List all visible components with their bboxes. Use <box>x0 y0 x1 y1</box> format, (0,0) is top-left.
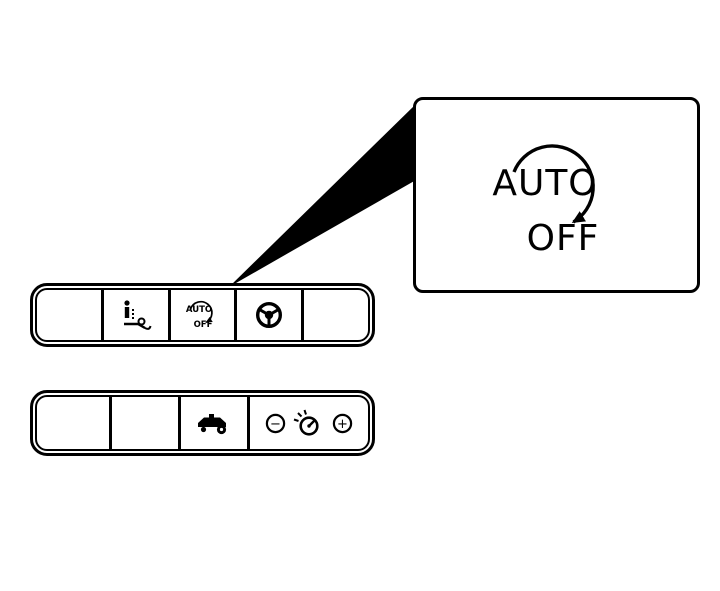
bottom-panel-inner-frame: − + <box>35 395 370 451</box>
button-auto-off[interactable]: AUTO OFF <box>167 290 235 340</box>
mower-deck-icon <box>198 414 227 435</box>
button-blank-left[interactable] <box>37 290 101 340</box>
button-auto-label: AUTO <box>186 305 212 315</box>
top-panel-inner-frame: AUTO OFF <box>35 288 370 342</box>
callout-auto-label: AUTO <box>492 163 597 204</box>
button-mower-deck[interactable] <box>178 397 247 449</box>
dial-adjust-icon <box>293 409 319 436</box>
hitch-info-icon <box>123 300 152 330</box>
button-blank-1[interactable] <box>37 397 109 449</box>
steering-wheel-icon <box>256 301 283 329</box>
button-hitch-info[interactable] <box>100 290 168 340</box>
increase-icon: + <box>332 413 353 433</box>
auto-off-icon: AUTO OFF <box>186 300 214 330</box>
minus-glyph: − <box>270 416 281 431</box>
callout-off-label: OFF <box>527 218 600 259</box>
button-blank-right[interactable] <box>301 290 368 340</box>
button-dial-adjust[interactable]: − + <box>247 397 368 449</box>
plus-glyph: + <box>337 416 348 431</box>
auto-off-rotate-arrow-icon: AUTO OFF <box>492 144 600 259</box>
bottom-button-panel: − + <box>30 390 375 456</box>
top-button-panel: AUTO OFF <box>30 283 375 347</box>
callout-box: AUTO OFF <box>413 97 700 293</box>
button-off-label: OFF <box>194 320 213 330</box>
button-blank-2[interactable] <box>108 397 178 449</box>
decrease-icon: − <box>265 413 286 433</box>
button-steering[interactable] <box>234 290 301 340</box>
